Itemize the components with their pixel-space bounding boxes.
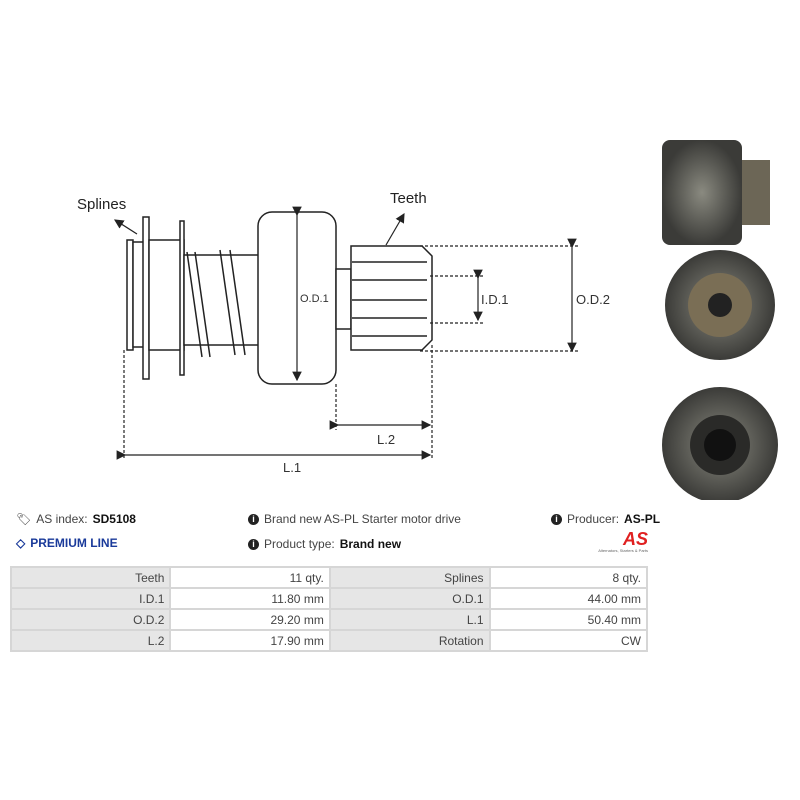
info-icon: i bbox=[551, 513, 562, 525]
spec-value: 50.40 mm bbox=[488, 608, 649, 631]
info-icon: i bbox=[248, 513, 259, 525]
info-icon: i bbox=[248, 538, 259, 550]
premium-line: ◇ PREMIUM LINE bbox=[16, 536, 118, 550]
spec-label: Splines bbox=[328, 566, 491, 589]
label-splines: Splines bbox=[77, 196, 127, 213]
as-index: 🏷 AS index:SD5108 bbox=[16, 512, 136, 526]
spec-label: O.D.2 bbox=[9, 608, 172, 631]
product-photos bbox=[662, 140, 778, 500]
spec-value: 17.90 mm bbox=[169, 629, 331, 652]
spec-value: 8 qty. bbox=[488, 566, 649, 589]
spec-value: CW bbox=[488, 629, 649, 652]
diamond-icon: ◇ bbox=[16, 536, 26, 550]
spec-value: 11.80 mm bbox=[169, 587, 331, 610]
spec-label: Rotation bbox=[328, 629, 491, 652]
spec-label: O.D.1 bbox=[328, 587, 491, 610]
label-od1: O.D.1 bbox=[300, 293, 329, 305]
dimension-diagram bbox=[113, 140, 778, 500]
label-teeth: Teeth bbox=[390, 190, 427, 207]
label-id1: I.D.1 bbox=[481, 292, 509, 307]
spec-value: 44.00 mm bbox=[488, 587, 649, 610]
spec-label: L.1 bbox=[328, 608, 491, 631]
label-l2: L.2 bbox=[377, 432, 396, 447]
spec-value: 11 qty. bbox=[169, 566, 331, 589]
tag-icon: 🏷 bbox=[16, 512, 32, 526]
spec-value: 29.20 mm bbox=[169, 608, 331, 631]
label-od2: O.D.2 bbox=[576, 292, 610, 307]
spec-label: L.2 bbox=[9, 629, 172, 652]
as-pl-logo: AS Alternators, Starters & Parts bbox=[598, 529, 648, 553]
spec-label: Teeth bbox=[9, 566, 172, 589]
label-l1: L.1 bbox=[283, 460, 302, 475]
spec-label: I.D.1 bbox=[9, 587, 172, 610]
